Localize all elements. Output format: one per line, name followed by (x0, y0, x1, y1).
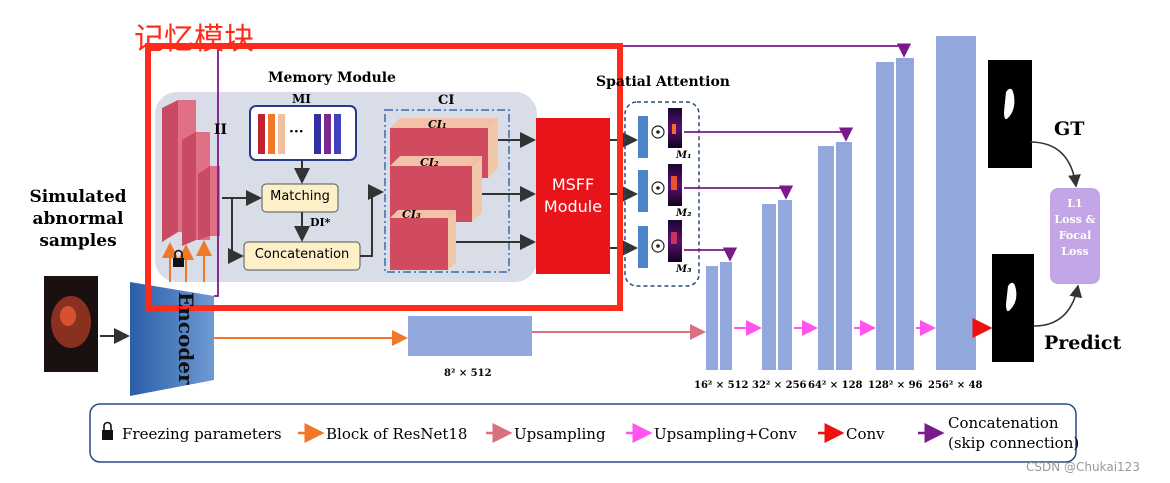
legend-concat-label2: (skip connection) (948, 434, 1080, 452)
lock-icon-diagram (173, 249, 184, 267)
decoder-blocks (706, 36, 976, 370)
input-label: Simulated abnormal samples (29, 187, 127, 251)
decoder-size-1: 16² × 512 (694, 380, 749, 391)
decoder-size-5: 256² × 48 (928, 380, 983, 391)
matching-label: Matching (270, 189, 330, 204)
legend-conv-label: Conv (846, 425, 885, 443)
attention-maps (668, 108, 682, 262)
legend-box (89, 403, 1077, 463)
matching-box (261, 183, 339, 213)
bottleneck-size-label: 8² × 512 (444, 368, 492, 379)
ci-stack (390, 118, 498, 270)
red-highlight-frame (145, 43, 623, 311)
ci-item-1: CI₁ (428, 118, 447, 131)
decoder-size-4: 128² × 96 (868, 380, 923, 391)
mi-bars (258, 114, 341, 154)
gt-label: GT (1054, 118, 1085, 140)
ii-feature-stack (162, 100, 220, 246)
map-label-3: M₃ (676, 264, 692, 275)
msff-label: MSFF Module (543, 175, 603, 216)
concatenation-label: Concatenation (254, 247, 350, 262)
bottleneck-block (408, 316, 532, 356)
decoder-size-2: 32² × 256 (752, 380, 807, 391)
watermark: CSDN @Chukai123 (1026, 460, 1140, 474)
legend-upsampling-label: Upsampling (514, 425, 606, 443)
mi-label: MI (292, 92, 311, 106)
encoder-label: Encoder (174, 292, 198, 385)
ci-item-3: CI₃ (402, 208, 421, 221)
sa-odot-circles (651, 125, 665, 253)
chinese-label: 记忆模块 (134, 22, 254, 57)
spatial-attention-box (624, 101, 700, 287)
map-label-1: M₁ (676, 150, 692, 161)
ci-item-2: CI₂ (420, 156, 439, 169)
sa-features (638, 116, 648, 268)
ii-label: II (214, 122, 228, 138)
legend-concat-label: Concatenation (948, 414, 1059, 432)
ci-label: CI (438, 93, 455, 108)
legend-freezing-label: Freezing parameters (122, 425, 282, 443)
spatial-attention-title: Spatial Attention (596, 74, 730, 90)
legend-lock-icon (102, 421, 113, 440)
ci-dashed-box (384, 109, 510, 273)
dots-label: ··· (289, 124, 304, 140)
memory-module-title: Memory Module (268, 70, 396, 86)
loss-label: L1 Loss & Focal Loss (1054, 197, 1096, 258)
legend-upconv-label: Upsampling+Conv (654, 425, 797, 443)
loss-box (1050, 188, 1100, 284)
legend-resnet-label: Block of ResNet18 (326, 425, 468, 443)
predict-label: Predict (1044, 332, 1122, 354)
map-label-2: M₂ (676, 208, 692, 219)
decoder-size-3: 64² × 128 (808, 380, 863, 391)
encoder-shape (130, 282, 214, 396)
predict-image (992, 254, 1034, 362)
di-label: DI* (310, 216, 331, 229)
msff-block (536, 118, 610, 274)
